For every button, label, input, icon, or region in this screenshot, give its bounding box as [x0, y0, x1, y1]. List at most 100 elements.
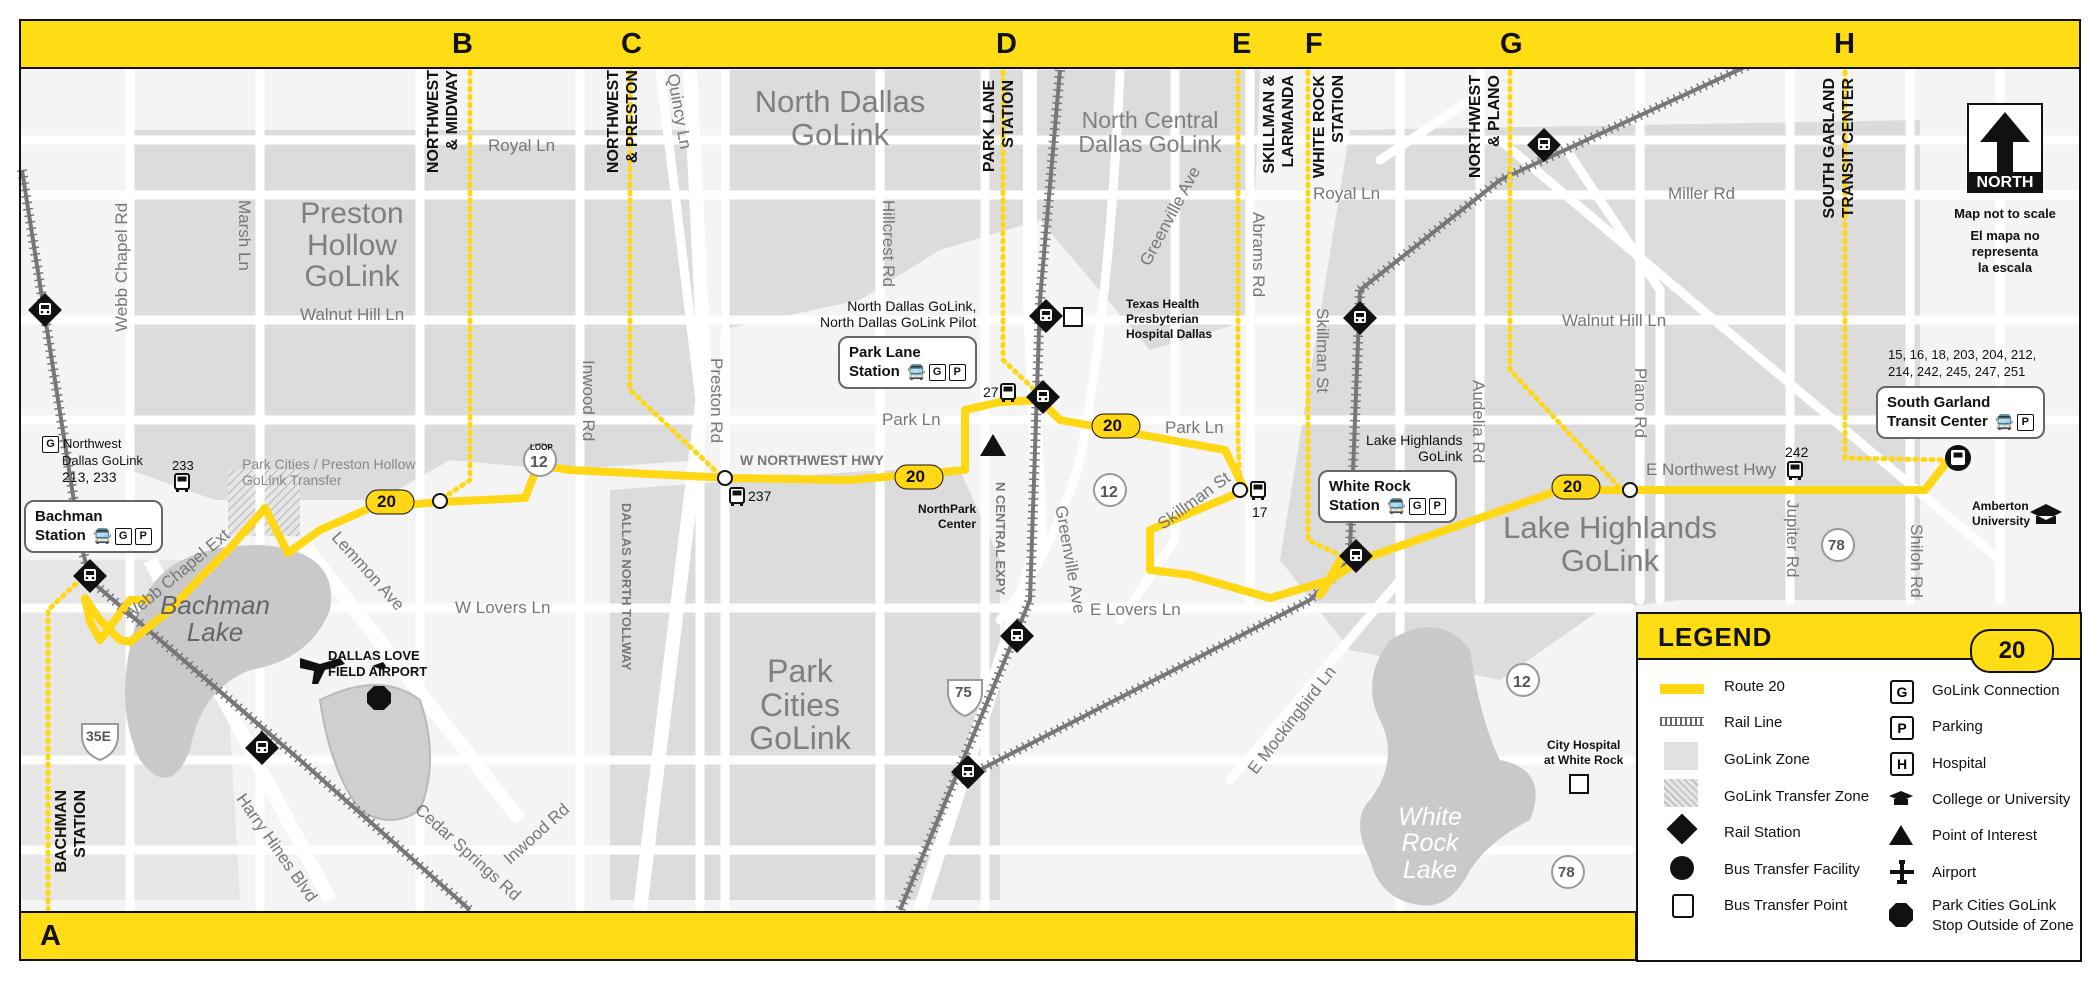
grid-letter-d: D: [996, 28, 1017, 60]
hospital-icon: [1063, 307, 1083, 327]
bus-icon: [1672, 894, 1694, 918]
street-e-northwest-hwy: E Northwest Hwy: [1646, 460, 1777, 479]
route-badge-label: 20: [1563, 477, 1582, 496]
route-badge: [1551, 474, 1601, 500]
golink-icon: G: [1890, 680, 1914, 704]
route-237-label: 237: [748, 488, 772, 504]
route-badge: [365, 489, 415, 515]
grid-letter-f: F: [1305, 28, 1323, 60]
bus-icon[interactable]: [1787, 461, 1803, 481]
bus-icon[interactable]: [1250, 481, 1266, 501]
grid-letter-c: C: [621, 28, 642, 60]
hospital-icon: H: [1890, 752, 1914, 776]
airplane-icon: [372, 662, 386, 670]
map-border: [19, 19, 2081, 961]
route-badge: [894, 464, 944, 490]
parking-icon: P: [1428, 497, 1446, 515]
parking-icon: P: [948, 363, 966, 381]
love-field-airport: [318, 684, 431, 821]
south-garland-routes-label: 15, 16, 18, 203, 204, 212,214, 242, 245,…: [1888, 347, 2037, 379]
i-35e-number: 35E: [86, 728, 111, 744]
rail-ties: [17, 55, 1763, 914]
northpark-poi-icon: [980, 434, 1006, 456]
route-233-label: 233: [172, 458, 194, 473]
bus-icon[interactable]: [729, 487, 745, 507]
legend-title: LEGEND: [1658, 622, 1773, 652]
rail-station-icon: [1666, 813, 1698, 845]
street-plano-rd: Plano Rd: [1631, 368, 1650, 438]
hospital-icon: [1569, 774, 1589, 794]
grid-band-top: [19, 19, 2081, 69]
loop-12-number: 12: [530, 454, 548, 471]
graduation-cap-icon: [2030, 504, 2062, 524]
bus-icon[interactable]: [1000, 383, 1016, 403]
street-preston-rd: Preston Rd: [707, 358, 726, 444]
golink-icon: G: [1408, 497, 1426, 515]
legend-item-label: Bus Transfer Point: [1724, 897, 1848, 914]
legend-item-label: Route 20: [1724, 678, 1785, 695]
timepoint-label-northwest-plano: NORTHWEST& PLANO: [1467, 75, 1503, 179]
route-badge-label: 20: [906, 467, 925, 486]
timepoint-northwest-midway: [432, 493, 448, 509]
street-inwood-rd: Inwood Rd: [579, 360, 598, 442]
street-royal-ln-east: Royal Ln: [1313, 184, 1381, 203]
legend-item-label: Rail Line: [1724, 714, 1783, 731]
legend-item-label: Airport: [1932, 864, 1977, 881]
bus-icon: 🚍: [1387, 497, 1406, 515]
grid-letter-b: B: [452, 28, 473, 60]
street-w-northwest-hwy: W NORTHWEST HWY: [740, 452, 884, 468]
timepoint-northwest-plano: [1622, 482, 1638, 498]
loop-12-number: 12: [1100, 484, 1118, 501]
bus-facility-icon: [1670, 856, 1694, 880]
i-75-shield: [947, 679, 983, 718]
route-242-label: 242: [1785, 444, 1809, 460]
route-27-label: 27: [983, 384, 999, 400]
hatched-swatch: [1664, 779, 1698, 807]
street-n-central-expy: N CENTRAL EXPY: [993, 482, 1008, 596]
bus-icon[interactable]: [174, 473, 190, 493]
octagon-icon: [367, 686, 391, 710]
street-dallas-north-tollway: DALLAS NORTH TOLLWAY: [619, 503, 634, 671]
timepoint-northwest-preston: [717, 470, 733, 486]
parking-icon: P: [1890, 716, 1914, 740]
timepoint-skillman-larmanda: [1232, 482, 1248, 498]
bus-icon: 🚍: [1995, 413, 2014, 431]
parking-icon: P: [2016, 413, 2034, 431]
zone-swatch: [1664, 742, 1698, 770]
street-w-lovers-ln: W Lovers Ln: [455, 598, 551, 617]
legend-route-badge: 20: [1970, 629, 2054, 673]
bus-facility-south-garland-icon[interactable]: [1945, 445, 1971, 471]
north-dallas-golink-pilot-label: North Dallas GoLink,North Dallas GoLink …: [820, 298, 977, 330]
timepoint-label-northwest-preston: NORTHWEST& PRESTON: [605, 70, 641, 174]
bus-icon: 🚍: [907, 363, 926, 381]
loop-label: LOOP: [530, 443, 553, 452]
north-label: NORTH: [1976, 174, 2034, 191]
grid-band-bottom: [19, 911, 1637, 961]
i-35e-shield: [81, 723, 119, 762]
golink-icon: G: [114, 527, 132, 545]
callout-south-garland-transit-center[interactable]: South Garland Transit Center 🚍P: [1876, 386, 2045, 439]
timepoint-label-skillman-larmanda: SKILLMAN &LARMANDA: [1261, 75, 1297, 174]
street-marsh-ln: Marsh Ln: [235, 200, 254, 271]
graduation-cap-icon: [1888, 790, 1914, 806]
grid-letter-a: A: [40, 920, 61, 952]
